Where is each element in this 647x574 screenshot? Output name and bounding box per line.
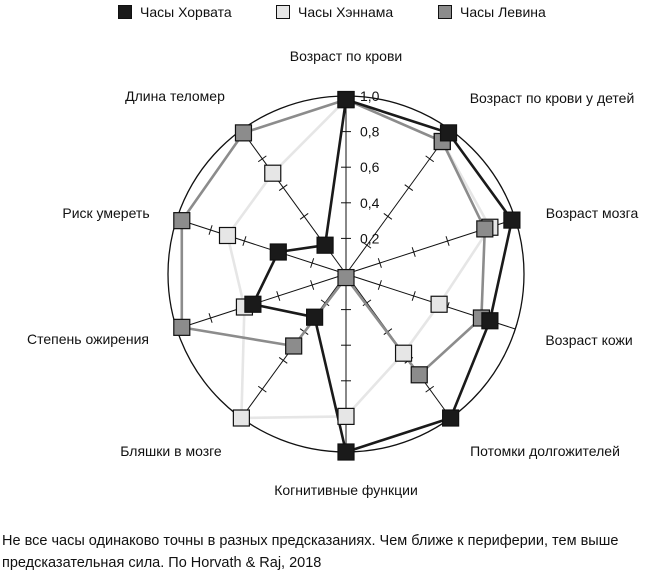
category-label: Риск умереть: [62, 205, 149, 221]
category-label: Бляшки в мозге: [120, 443, 222, 459]
caption-line-1: Не все часы одинаково точны в разных пре…: [2, 533, 619, 549]
legend-item: Часы Хорвата: [118, 4, 232, 20]
legend-label: Часы Хорвата: [140, 4, 232, 20]
legend-label: Часы Хэннама: [298, 4, 394, 20]
axis-tick: [242, 236, 247, 246]
data-point: [337, 268, 355, 287]
axis-tick: [513, 324, 518, 334]
tick-label: 0,8: [360, 124, 380, 140]
data-point: [503, 211, 521, 229]
axis-tick: [362, 241, 372, 249]
data-point: [232, 409, 250, 427]
axis-tick: [310, 280, 315, 290]
tick-label: 0,6: [360, 159, 380, 175]
legend-item: Часы Левина: [438, 4, 546, 20]
data-point: [306, 308, 324, 326]
data-point: [442, 409, 460, 427]
category-label: Возраст по крови: [290, 48, 402, 64]
tick-label: 0,4: [360, 195, 380, 211]
legend-swatch: [276, 5, 290, 19]
legend: Часы Хорвата Часы Хэннама Часы Левина: [0, 2, 647, 26]
category-label: Длина теломер: [125, 88, 225, 104]
axis-tick: [257, 155, 267, 163]
axis-tick: [299, 213, 309, 220]
axis-tick: [276, 291, 281, 301]
axis-tick: [425, 155, 435, 163]
data-point: [439, 124, 458, 142]
axis-tick: [362, 299, 372, 307]
axis-tick: [278, 357, 288, 364]
axis-tick: [377, 280, 382, 290]
data-point: [173, 318, 191, 336]
data-point: [264, 164, 282, 182]
data-point: [481, 312, 499, 330]
data-point: [476, 220, 494, 238]
axis-tick: [425, 385, 435, 393]
category-label: Когнитивные функции: [274, 482, 418, 498]
data-point: [316, 236, 334, 254]
data-point: [285, 337, 303, 355]
data-point: [410, 366, 428, 384]
category-label: Степень ожирения: [27, 331, 149, 347]
axis-tick: [278, 184, 288, 191]
tick-label: 0,2: [360, 230, 380, 246]
tick-label: 1,0: [360, 88, 380, 104]
data-point: [244, 295, 262, 313]
axis-tick: [310, 258, 315, 268]
axis-tick: [383, 213, 393, 220]
legend-item: Часы Хэннама: [276, 4, 393, 20]
axis-spoke: [345, 129, 452, 275]
axis-tick: [257, 385, 267, 393]
data-point: [218, 226, 237, 245]
axis-tick: [404, 184, 414, 191]
category-label: Возраст по крови у детей: [470, 90, 635, 106]
axis-spoke: [176, 218, 347, 275]
data-point: [394, 344, 413, 362]
caption-line-2: предсказательная сила. По Horvath & Raj,…: [2, 555, 322, 571]
axis-tick: [411, 291, 416, 301]
category-label: Возраст кожи: [545, 332, 632, 348]
legend-swatch: [438, 5, 452, 19]
axis-tick: [320, 299, 330, 307]
data-point: [337, 407, 355, 425]
caption: Не все часы одинаково точны в разных пре…: [2, 530, 647, 574]
category-label: Потомки долгожителей: [470, 443, 620, 459]
data-point: [337, 443, 355, 461]
axis-tick: [377, 258, 382, 268]
data-point: [234, 124, 253, 142]
data-point: [173, 212, 191, 230]
axis-tick: [445, 236, 450, 246]
data-point: [430, 295, 448, 313]
axis-tick: [208, 225, 213, 235]
axis-tick: [411, 247, 416, 257]
axis-tick: [208, 313, 213, 323]
data-point: [269, 243, 287, 261]
legend-swatch: [118, 5, 132, 19]
data-point: [337, 90, 355, 109]
legend-label: Часы Левина: [460, 4, 546, 20]
category-label: Возраст мозга: [546, 205, 639, 221]
